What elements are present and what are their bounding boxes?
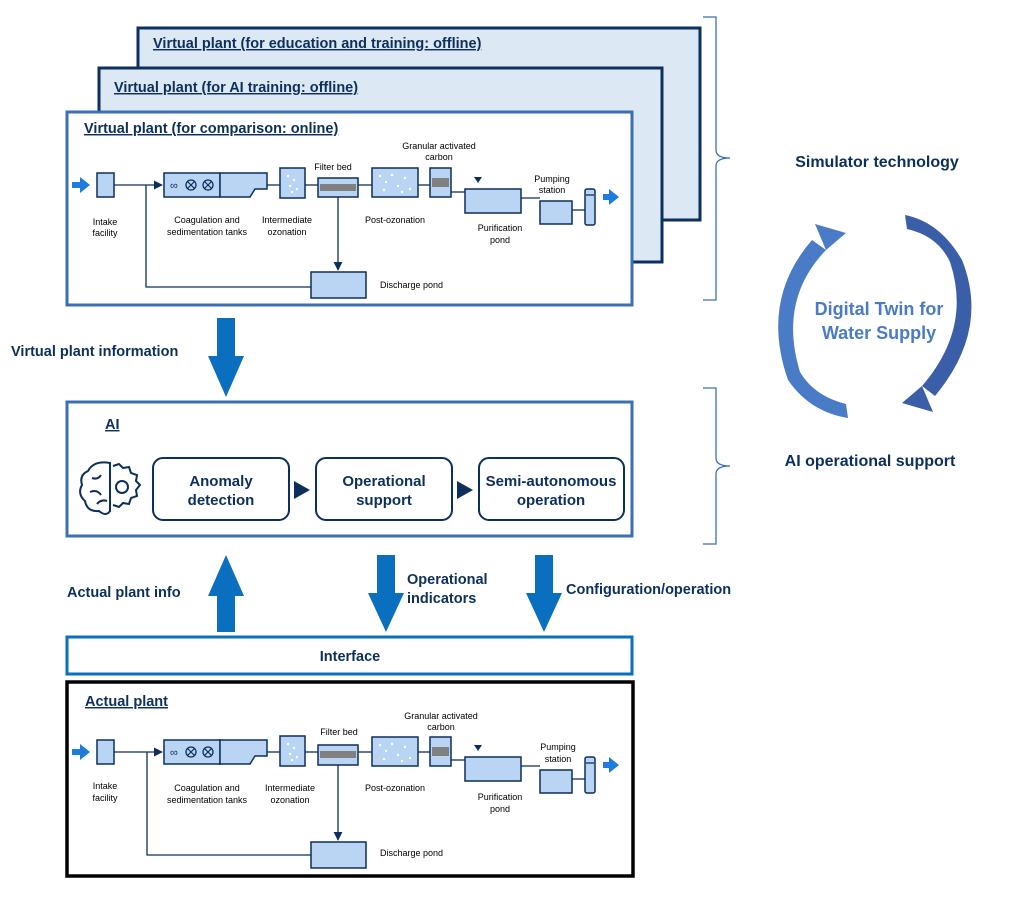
intermediate-ozonation-label-2: ozonation bbox=[270, 795, 309, 805]
interface-bar bbox=[65, 635, 634, 676]
process-diagram-virtual: Intake facility ∞ Coagulation and sedime… bbox=[72, 141, 619, 299]
intermediate-ozonation-label-2: ozonation bbox=[267, 227, 306, 237]
simulator-brace bbox=[703, 16, 731, 301]
pumping-station-block bbox=[539, 769, 573, 794]
operational-support-label-2: support bbox=[356, 492, 412, 509]
semi-autonomous-label: Semi-autonomous bbox=[486, 473, 617, 490]
pumping-station-label-2: station bbox=[539, 185, 566, 195]
operational-support-box bbox=[315, 457, 453, 521]
filter-bed-label: Filter bed bbox=[314, 162, 352, 172]
digital-twin-label-2: Water Supply bbox=[822, 323, 936, 343]
intermediate-ozonation-block bbox=[279, 735, 306, 767]
discharge-pond-block bbox=[310, 841, 367, 869]
filter-bed-label: Filter bed bbox=[320, 727, 358, 737]
coagulation-label: Coagulation and bbox=[174, 215, 240, 225]
intermediate-ozonation-label: Intermediate bbox=[265, 783, 315, 793]
purification-pond-label: Purification bbox=[478, 792, 523, 802]
sedimentation-tank-block bbox=[219, 172, 268, 198]
coagulation-label-2: sedimentation tanks bbox=[167, 795, 248, 805]
ai-brace bbox=[703, 387, 731, 545]
post-ozonation-label: Post-ozonation bbox=[365, 215, 425, 225]
interface-label: Interface bbox=[320, 649, 380, 665]
discharge-pond-block bbox=[310, 271, 367, 299]
virtual-plant-information-label: Virtual plant information bbox=[11, 344, 178, 360]
purification-pond-block bbox=[464, 188, 522, 214]
discharge-pond-label: Discharge pond bbox=[380, 848, 443, 858]
virtual-plant-ai-training-title: Virtual plant (for AI training: offline) bbox=[114, 80, 358, 96]
pumping-station-label: Pumping bbox=[540, 742, 576, 752]
inflow-arrow-icon bbox=[72, 744, 90, 760]
post-ozonation-label: Post-ozonation bbox=[365, 783, 425, 793]
intake-label-2: facility bbox=[92, 228, 118, 238]
semi-autonomous-label-2: operation bbox=[517, 492, 585, 509]
purification-pond-label-2: pond bbox=[490, 804, 510, 814]
brain-gear-icon bbox=[79, 461, 142, 515]
gac-label-2: carbon bbox=[427, 722, 455, 732]
virtual-plant-education-title: Virtual plant (for education and trainin… bbox=[153, 36, 482, 52]
coagulation-label-2: sedimentation tanks bbox=[167, 227, 248, 237]
discharge-pond-label: Discharge pond bbox=[380, 280, 443, 290]
intake-label: Intake bbox=[93, 781, 118, 791]
step-arrow-1-icon bbox=[294, 481, 310, 499]
digital-twin-cycle: Digital Twin for Water Supply bbox=[778, 215, 972, 418]
coagulation-label: Coagulation and bbox=[174, 783, 240, 793]
operational-indicators-label: Operational bbox=[407, 572, 488, 588]
intake-label-2: facility bbox=[92, 793, 118, 803]
ai-title: AI bbox=[105, 417, 120, 433]
cycle-arrow-top-icon bbox=[815, 224, 846, 250]
ai-operational-support-label: AI operational support bbox=[785, 453, 956, 470]
pumping-station-block bbox=[539, 200, 573, 225]
svg-text:∞: ∞ bbox=[170, 747, 178, 759]
operational-support-label: Operational bbox=[342, 473, 425, 490]
intake-facility-block bbox=[96, 739, 115, 765]
coagulation-tank-block bbox=[163, 172, 221, 198]
process-diagram-actual: Intake facility ∞ Coagulation and sedime… bbox=[72, 711, 619, 869]
intermediate-ozonation-label: Intermediate bbox=[262, 215, 312, 225]
purification-pond-block bbox=[464, 756, 522, 782]
pumping-station-label-2: station bbox=[545, 754, 572, 764]
sedimentation-tank-block bbox=[219, 739, 268, 765]
configuration-operation-label: Configuration/operation bbox=[566, 582, 731, 598]
coagulation-tank-block bbox=[163, 739, 221, 765]
virtual-plant-comparison-title: Virtual plant (for comparison: online) bbox=[84, 121, 338, 137]
intake-label: Intake bbox=[93, 217, 118, 227]
gac-label: Granular activated bbox=[404, 711, 478, 721]
gac-label-2: carbon bbox=[425, 152, 453, 162]
gac-label: Granular activated bbox=[402, 141, 476, 151]
anomaly-detection-box bbox=[152, 457, 290, 521]
step-arrow-2-icon bbox=[457, 481, 473, 499]
actual-plant-title: Actual plant bbox=[85, 694, 168, 710]
purification-pond-label: Purification bbox=[478, 223, 523, 233]
outflow-arrow-icon bbox=[603, 757, 619, 773]
anomaly-detection-label: Anomaly bbox=[189, 473, 253, 490]
distribution-tower-block bbox=[584, 756, 596, 794]
simulator-technology-label: Simulator technology bbox=[795, 154, 959, 171]
post-ozonation-block bbox=[371, 167, 419, 198]
semi-autonomous-operation-box bbox=[478, 457, 625, 521]
cycle-arrow-bottom-icon bbox=[902, 386, 933, 412]
actual-plant-info-arrow bbox=[208, 555, 244, 632]
ai-panel: AI Anomaly detection Operational support… bbox=[65, 400, 634, 538]
intake-facility-block bbox=[96, 172, 115, 198]
digital-twin-label: Digital Twin for bbox=[815, 299, 944, 319]
virtual-plant-info-arrow bbox=[208, 318, 244, 397]
pumping-station-label: Pumping bbox=[534, 174, 570, 184]
purification-pond-label-2: pond bbox=[490, 235, 510, 245]
intermediate-ozonation-block bbox=[279, 167, 306, 199]
outflow-arrow-icon bbox=[603, 189, 619, 205]
distribution-tower-block bbox=[584, 188, 596, 226]
configuration-operation-arrow bbox=[526, 555, 562, 632]
operational-indicators-arrow bbox=[368, 555, 404, 632]
anomaly-detection-label-2: detection bbox=[188, 492, 255, 509]
operational-indicators-label-2: indicators bbox=[407, 591, 476, 607]
inflow-arrow-icon bbox=[72, 177, 90, 193]
svg-text:∞: ∞ bbox=[170, 180, 178, 192]
post-ozonation-block bbox=[371, 736, 419, 767]
actual-plant-info-label: Actual plant info bbox=[67, 585, 181, 601]
